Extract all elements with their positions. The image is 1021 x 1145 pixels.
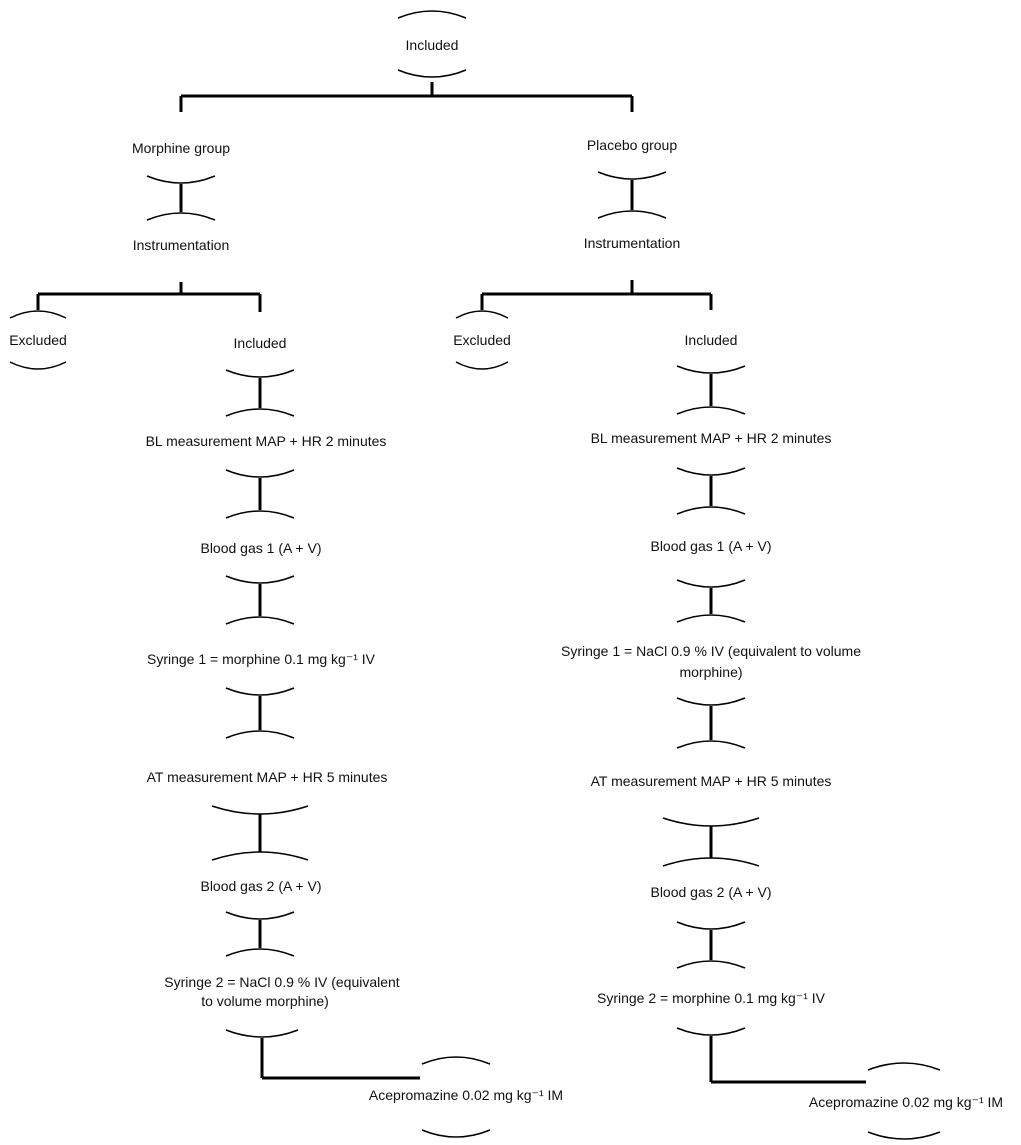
- node-placebo-included: Included: [685, 332, 738, 348]
- node-morphine-blood-gas-1: Blood gas 1 (A + V): [200, 540, 321, 556]
- node-placebo-blood-gas-2: Blood gas 2 (A + V): [650, 884, 771, 900]
- node-morphine-syringe-2-line2: to volume morphine): [201, 993, 329, 1009]
- node-morphine-acepromazine: Acepromazine 0.02 mg kg⁻¹ IM: [369, 1087, 563, 1103]
- node-placebo-bl-measurement: BL measurement MAP + HR 2 minutes: [591, 430, 832, 446]
- node-placebo-syringe-2: Syringe 2 = morphine 0.1 mg kg⁻¹ IV: [597, 990, 826, 1006]
- node-morphine-instrumentation: Instrumentation: [133, 237, 230, 253]
- node-placebo-acepromazine: Acepromazine 0.02 mg kg⁻¹ IM: [809, 1094, 1003, 1110]
- node-morphine-at-measurement: AT measurement MAP + HR 5 minutes: [147, 769, 388, 785]
- node-morphine-syringe-2-line1: Syringe 2 = NaCl 0.9 % IV (equivalent: [164, 974, 400, 990]
- node-top-included: Included: [406, 37, 459, 53]
- node-placebo-instrumentation: Instrumentation: [584, 235, 681, 251]
- node-placebo-at-measurement: AT measurement MAP + HR 5 minutes: [591, 773, 832, 789]
- node-morphine-excluded: Excluded: [9, 332, 67, 348]
- node-morphine-group: Morphine group: [132, 140, 230, 156]
- node-placebo-blood-gas-1: Blood gas 1 (A + V): [650, 538, 771, 554]
- connector-lines: [36, 82, 866, 1084]
- node-placebo-excluded: Excluded: [453, 332, 511, 348]
- node-morphine-included: Included: [234, 335, 287, 351]
- node-morphine-syringe-1: Syringe 1 = morphine 0.1 mg kg⁻¹ IV: [147, 651, 376, 667]
- node-placebo-group: Placebo group: [587, 137, 678, 153]
- node-placebo-syringe-1-line1: Syringe 1 = NaCl 0.9 % IV (equivalent to…: [561, 643, 861, 659]
- node-morphine-bl-measurement: BL measurement MAP + HR 2 minutes: [146, 433, 387, 449]
- node-placebo-syringe-1-line2: morphine): [679, 664, 742, 680]
- node-morphine-blood-gas-2: Blood gas 2 (A + V): [200, 878, 321, 894]
- node-bracket-arcs: [9, 10, 941, 1140]
